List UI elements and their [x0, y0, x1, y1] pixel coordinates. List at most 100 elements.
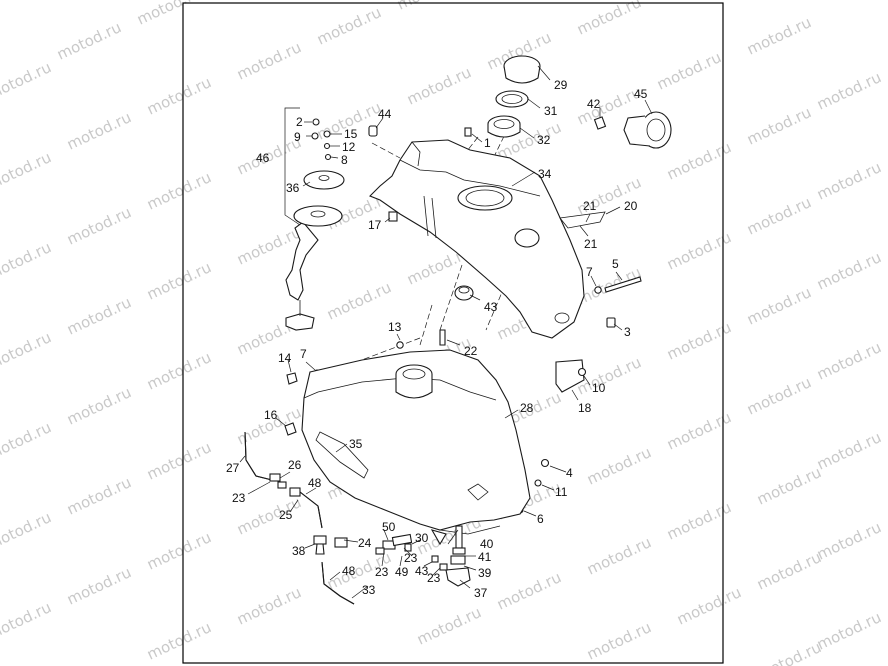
callout-40: 40	[480, 537, 494, 551]
callout-24: 24	[358, 536, 372, 550]
callout-38: 38	[292, 544, 306, 558]
callout-7: 7	[300, 347, 307, 361]
callout-16: 16	[264, 408, 278, 422]
watermark-text: motod.ru	[814, 608, 884, 653]
watermark-text: motod.ru	[134, 0, 204, 29]
watermark-text: motod.ru	[814, 158, 884, 203]
watermark-text: motod.ru	[144, 348, 214, 393]
callout-28: 28	[520, 401, 534, 415]
fuel-hoses	[244, 431, 471, 605]
callout-29: 29	[554, 78, 568, 92]
callout-14: 14	[278, 351, 292, 365]
callout-39: 39	[478, 566, 492, 580]
fuel-gauge-sender-group	[284, 107, 472, 331]
watermark-text: motod.ru	[144, 438, 214, 483]
callout-44: 44	[378, 107, 392, 121]
watermark-text: motod.ru	[814, 428, 884, 473]
watermark-text: motod.ru	[314, 3, 384, 48]
callout-36: 36	[286, 181, 300, 195]
watermark-text: motod.ru	[0, 418, 54, 463]
callout-26: 26	[288, 458, 302, 472]
callout-10: 10	[592, 381, 606, 395]
callout-45: 45	[634, 87, 648, 101]
callout-33: 33	[362, 583, 376, 597]
watermark-text: motod.ru	[0, 508, 54, 553]
watermark-text: motod.ru	[574, 263, 644, 308]
watermark-text: motod.ru	[744, 283, 814, 328]
watermark-text: motod.ru	[754, 638, 824, 666]
watermark-text: motod.ru	[0, 148, 54, 193]
watermark-text: motod.ru	[54, 18, 124, 63]
watermark-text: motod.ru	[144, 73, 214, 118]
callout-2: 2	[296, 115, 303, 129]
watermark-text: motod.ru	[744, 13, 814, 58]
callout-22: 22	[464, 344, 478, 358]
callout-35: 35	[349, 437, 363, 451]
callout-5: 5	[612, 257, 619, 271]
watermark-text: motod.ru	[394, 0, 464, 14]
callout-43: 43	[484, 300, 498, 314]
watermark-text: motod.ru	[814, 518, 884, 563]
watermark-text: motod.ru	[234, 583, 304, 628]
callout-4: 4	[566, 466, 573, 480]
watermark-text: motod.ru	[0, 58, 54, 103]
callout-11: 11	[555, 485, 568, 499]
callout-18: 18	[578, 401, 592, 415]
small-hardware	[284, 211, 642, 514]
watermark-text: motod.ru	[654, 48, 724, 93]
callout-20: 20	[624, 199, 638, 213]
watermark-text: motod.ru	[414, 603, 484, 648]
watermark-text: motod.ru	[144, 618, 214, 663]
callout-25: 25	[279, 508, 293, 522]
callout-15: 15	[344, 127, 358, 141]
watermark-text: motod.ru	[754, 548, 824, 593]
watermark-text: motod.ru	[64, 293, 134, 338]
callout-42: 42	[587, 97, 601, 111]
watermark-text: motod.ru	[574, 0, 644, 39]
watermark-text: motod.ru	[584, 618, 654, 663]
callout-23: 23	[404, 551, 418, 565]
watermark-text: motod.ru	[144, 258, 214, 303]
callout-46: 46	[256, 151, 270, 165]
callout-31: 31	[544, 104, 558, 118]
fuel-tank-28	[301, 349, 531, 535]
callout-23: 23	[232, 491, 246, 505]
watermark-text: motod.ru	[744, 193, 814, 238]
callout-48: 48	[308, 476, 322, 490]
callout-49: 49	[395, 565, 409, 579]
callout-34: 34	[538, 167, 552, 181]
callout-6: 6	[537, 512, 544, 526]
callout-23: 23	[375, 565, 389, 579]
watermark-text: motod.ru	[404, 63, 474, 108]
lock-cylinder-group	[593, 111, 672, 149]
watermark-text: motod.ru	[0, 598, 54, 643]
callout-27: 27	[226, 461, 240, 475]
callout-3: 3	[624, 325, 631, 339]
watermark-text: motod.ru	[64, 203, 134, 248]
callout-43: 43	[415, 564, 429, 578]
callout-21: 21	[583, 199, 597, 213]
watermark-text: motod.ru	[0, 328, 54, 373]
watermark-text: motod.ru	[574, 353, 644, 398]
watermark-text: motod.ru	[584, 443, 654, 488]
watermark-text: motod.ru	[144, 168, 214, 213]
watermark-text: motod.ru	[324, 278, 394, 323]
watermark-text: motod.ru	[744, 103, 814, 148]
watermark-text: motod.ru	[494, 568, 564, 613]
watermark-text: motod.ru	[744, 373, 814, 418]
watermark-text: motod.ru	[64, 563, 134, 608]
callout-12: 12	[342, 140, 356, 154]
callout-7: 7	[586, 265, 593, 279]
watermark-text: motod.ru	[64, 108, 134, 153]
callout-8: 8	[341, 153, 348, 167]
callout-23: 23	[427, 571, 441, 585]
callout-13: 13	[388, 320, 402, 334]
callout-21: 21	[584, 237, 598, 251]
callout-17: 17	[368, 218, 382, 232]
callout-30: 30	[415, 531, 429, 545]
filler-cap-group	[487, 55, 541, 138]
callout-50: 50	[382, 520, 396, 534]
watermark-text: motod.ru	[234, 38, 304, 83]
